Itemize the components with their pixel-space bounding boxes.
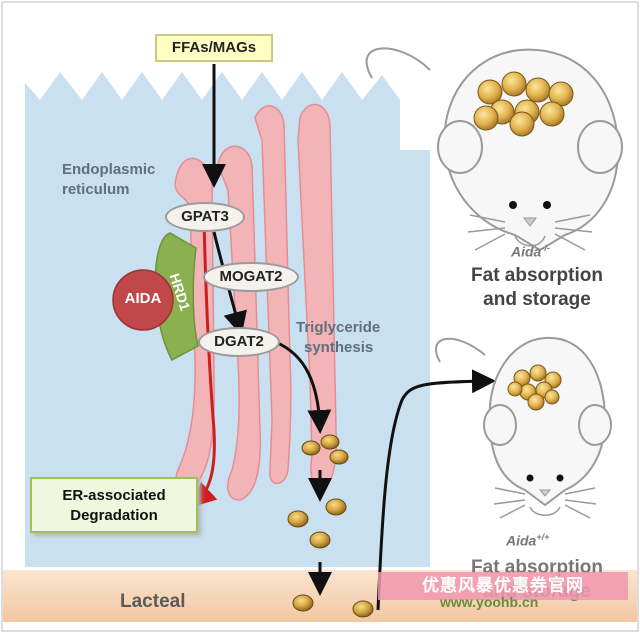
lacteal-label: Lacteal: [120, 591, 186, 612]
aida-circle: [112, 269, 174, 331]
genotype-knockout: Aida-/-: [511, 243, 550, 260]
er-label-line2: reticulum: [62, 181, 130, 198]
ffas-mags-label: FFAs/MAGs: [155, 34, 273, 62]
erad-line1: ER-associated: [62, 487, 166, 504]
mouse-knockout-fat: [473, 71, 574, 137]
mouse-wildtype-fat: [507, 364, 562, 411]
tg-synthesis-line1: Triglyceride: [296, 319, 381, 336]
tg-synthesis-line2: synthesis: [304, 339, 374, 356]
outcome-knockout: Fat absorption and storage: [471, 265, 603, 310]
systemic-transport-arrow: [376, 369, 496, 611]
watermark-banner: 优惠风暴优惠券官网: [378, 572, 628, 600]
lipid-droplets: [287, 434, 374, 618]
hrd1-shape: [154, 232, 199, 362]
erad-line2: Degradation: [70, 507, 158, 524]
watermark-url: www.yoohb.cn: [440, 594, 539, 610]
gpat3-enzyme: GPAT3: [165, 202, 245, 232]
erad-box: ER-associated Degradation: [30, 477, 198, 533]
aida-label: AIDA: [124, 290, 162, 307]
mouse-wildtype: [435, 336, 612, 519]
dgat2-enzyme: DGAT2: [198, 327, 280, 357]
er-label-line1: Endoplasmic: [62, 161, 156, 178]
genotype-wildtype: Aida+/+: [506, 532, 550, 549]
mogat2-enzyme: MOGAT2: [203, 262, 299, 292]
